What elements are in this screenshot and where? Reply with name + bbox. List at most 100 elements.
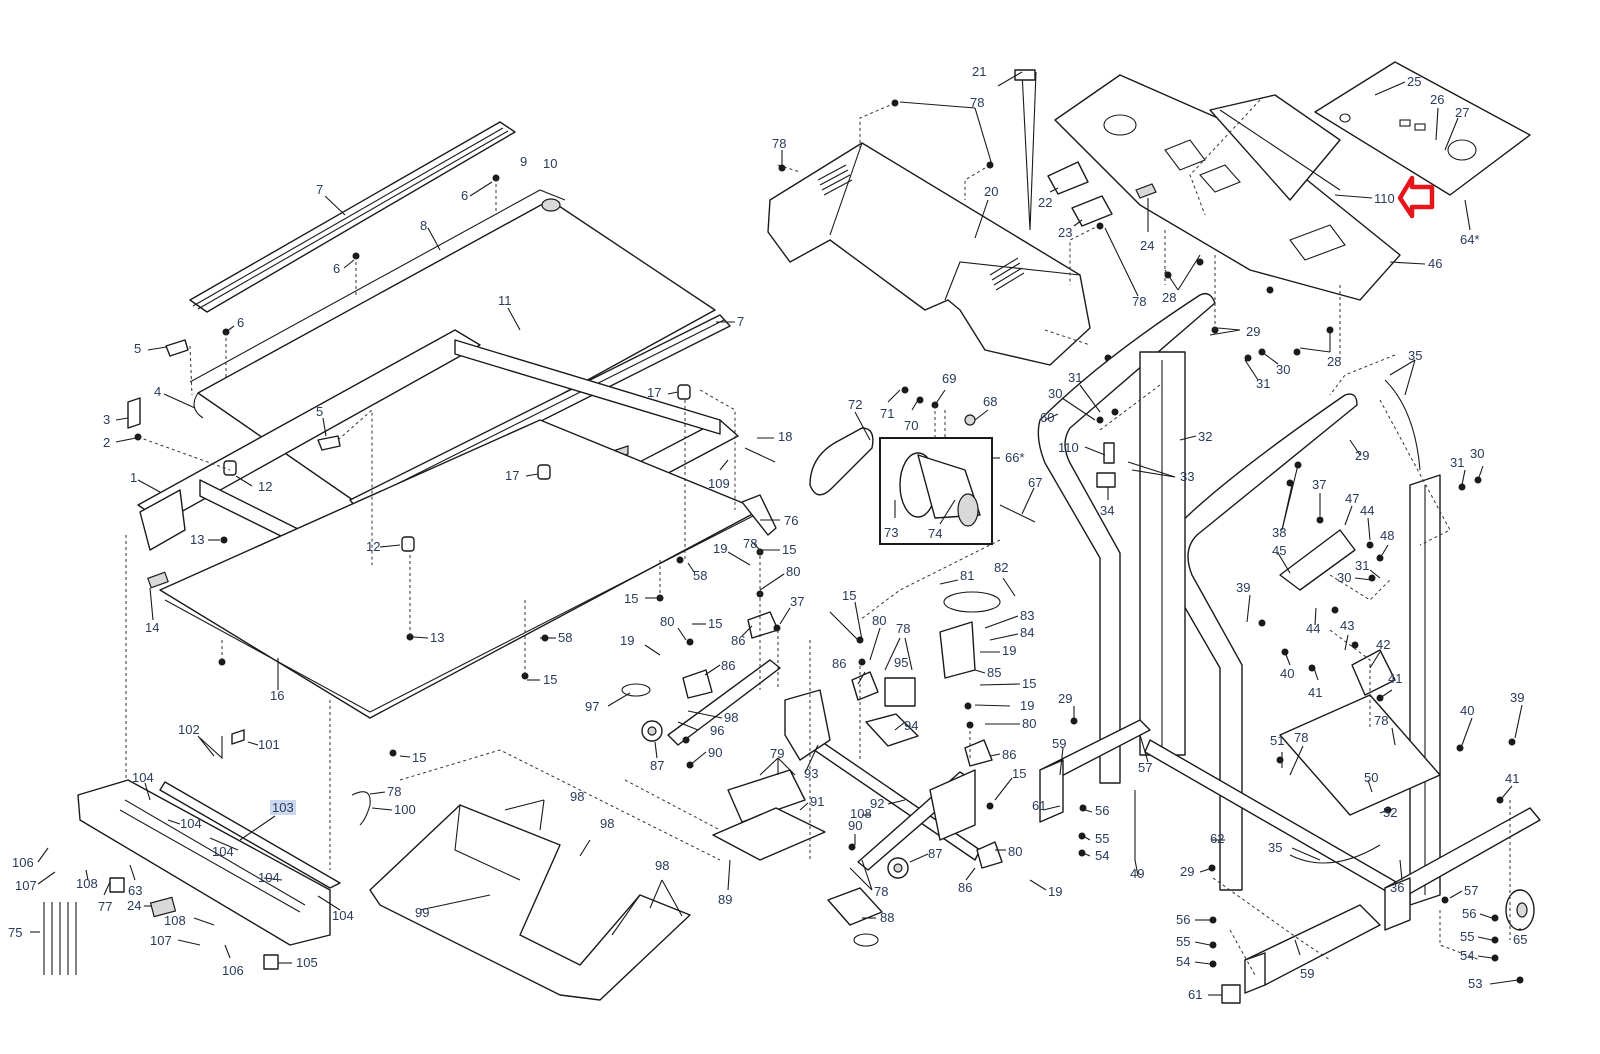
part-label-33: 33: [1180, 469, 1194, 484]
part-label-78: 78: [874, 884, 888, 899]
part-label-87: 87: [650, 758, 664, 773]
drive-belt: [809, 427, 874, 496]
part-label-37: 37: [1312, 477, 1326, 492]
part-label-79: 79: [770, 746, 784, 761]
console-display-panel: [1314, 61, 1531, 196]
part-label-15: 15: [543, 672, 557, 687]
part-label-3: 3: [103, 412, 110, 427]
part-label-104: 104: [180, 816, 202, 831]
part-label-87: 87: [928, 846, 942, 861]
part-label-15: 15: [842, 588, 856, 603]
part-label-89: 89: [718, 892, 732, 907]
pointer-arrow: [1397, 175, 1435, 219]
part-label-37: 37: [790, 594, 804, 609]
part-label-19: 19: [1048, 884, 1062, 899]
part-label-56: 56: [1462, 906, 1476, 921]
part-label-86: 86: [958, 880, 972, 895]
part-label-92: 92: [870, 796, 884, 811]
part-label-12: 12: [366, 539, 380, 554]
part-label-69: 69: [942, 371, 956, 386]
part-label-78: 78: [772, 136, 786, 151]
part-label-13: 13: [430, 630, 444, 645]
part-label-98: 98: [655, 858, 669, 873]
part-label-90: 90: [708, 745, 722, 760]
part-label-90: 90: [848, 818, 862, 833]
part-label-9: 9: [520, 154, 527, 169]
part-label-10: 10: [543, 156, 557, 171]
part-label-60: 60: [1040, 410, 1054, 425]
part-label-80: 80: [660, 614, 674, 629]
part-label-62: 62: [1210, 831, 1224, 846]
part-label-74: 74: [928, 526, 942, 541]
part-label-15: 15: [1022, 676, 1036, 691]
part-label-28: 28: [1327, 354, 1341, 369]
part-label-31: 31: [1355, 558, 1369, 573]
part-label-1: 1: [130, 470, 137, 485]
part-label-104: 104: [258, 870, 280, 885]
part-label-108: 108: [850, 806, 872, 821]
part-label-39: 39: [1510, 690, 1524, 705]
part-label-41: 41: [1388, 671, 1402, 686]
part-label-19: 19: [620, 633, 634, 648]
part-label-106: 106: [12, 855, 34, 870]
part-label-61: 61: [1188, 987, 1202, 1002]
part-label-49: 49: [1130, 866, 1144, 881]
part-label-17: 17: [505, 468, 519, 483]
hood-vent-right: [989, 257, 1025, 291]
part-label-58: 58: [693, 568, 707, 583]
part-label-88: 88: [880, 910, 894, 925]
part-label-102: 102: [178, 722, 200, 737]
part-label-17: 17: [647, 385, 661, 400]
part-label-104: 104: [212, 844, 234, 859]
part-label-98: 98: [724, 710, 738, 725]
part-label-30: 30: [1470, 446, 1484, 461]
left-upright-handrail: [1037, 292, 1216, 784]
part-label-30: 30: [1048, 386, 1062, 401]
part-label-11: 11: [498, 293, 512, 308]
part-label-59: 59: [1052, 736, 1066, 751]
part-label-54: 54: [1460, 948, 1474, 963]
part-label-42: 42: [1376, 637, 1390, 652]
base-inner-tray: [1279, 694, 1441, 816]
part-label-4: 4: [154, 384, 161, 399]
console-sticker: [1135, 183, 1157, 199]
part-label-84: 84: [1020, 625, 1034, 640]
part-label-29: 29: [1180, 864, 1194, 879]
part-label-23: 23: [1058, 225, 1072, 240]
part-label-22: 22: [1038, 195, 1052, 210]
part-label-40: 40: [1460, 703, 1474, 718]
part-label-93: 93: [804, 766, 818, 781]
part-label-98: 98: [570, 789, 584, 804]
incline-bracket-left: [784, 689, 831, 761]
part-label-110: 110: [1374, 191, 1395, 206]
part-label-8: 8: [420, 218, 427, 233]
part-label-80: 80: [786, 564, 800, 579]
part-label-99: 99: [415, 905, 429, 920]
part-label-36: 36: [1390, 880, 1404, 895]
part-label-12: 12: [258, 479, 272, 494]
incline-motor: [1279, 529, 1356, 591]
part-label-53: 53: [1468, 976, 1482, 991]
part-label-70: 70: [904, 418, 918, 433]
part-label-109: 109: [708, 476, 730, 491]
part-label-6: 6: [237, 315, 244, 330]
part-label-80: 80: [1008, 844, 1022, 859]
part-label-44: 44: [1306, 621, 1320, 636]
filter-module: [827, 887, 883, 926]
part-label-108: 108: [76, 876, 98, 891]
leader-lines: [30, 71, 1523, 996]
part-label-25: 25: [1407, 74, 1421, 89]
part-label-29: 29: [1246, 324, 1260, 339]
part-label-29: 29: [1355, 448, 1369, 463]
part-label-103: 103: [272, 800, 294, 815]
part-label-27: 27: [1455, 105, 1469, 120]
part-label-64-star: 64*: [1460, 232, 1480, 247]
motor-shroud: [369, 804, 691, 1001]
part-label-5: 5: [316, 404, 323, 419]
part-label-95: 95: [894, 655, 908, 670]
console-assembly: [1054, 61, 1531, 301]
part-label-72: 72: [848, 397, 862, 412]
part-label-78: 78: [387, 784, 401, 799]
part-label-31: 31: [1068, 370, 1082, 385]
part-label-68: 68: [983, 394, 997, 409]
